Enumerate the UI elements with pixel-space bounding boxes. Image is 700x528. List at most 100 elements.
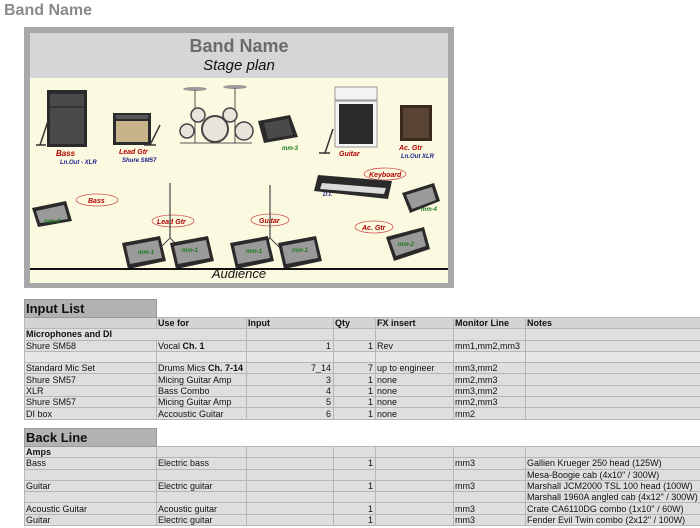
row-use-for: Vocal Ch. 1 xyxy=(156,339,247,352)
mm1-c-label: mm-1 xyxy=(246,249,263,255)
row-monitor: mm3 xyxy=(453,479,526,493)
row-fx: up to engineer xyxy=(375,362,454,375)
bass-amp-icon xyxy=(47,90,87,147)
row-qty: 1 xyxy=(333,373,376,386)
row-use-for: Micing Guitar Amp xyxy=(156,396,247,409)
row-use-for xyxy=(156,491,247,504)
back-line-title: Back Line xyxy=(24,428,157,447)
lead-sub-label: Shure SM57 xyxy=(122,158,157,164)
column-header-qty: Qty xyxy=(333,316,376,330)
input-list-table: Input List Use for Input Qty FX insert M… xyxy=(24,299,700,420)
acgtr-label: Ac. Gtr xyxy=(398,145,424,152)
row-monitor: mm2,mm3 xyxy=(453,396,526,409)
table-row xyxy=(24,350,700,364)
row-monitor: mm3,mm2 xyxy=(453,362,526,375)
row-notes xyxy=(525,373,700,386)
row-qty: 1 xyxy=(333,384,376,398)
row-name: Standard Mic Set xyxy=(24,362,157,375)
row-name: Guitar xyxy=(24,479,157,493)
row-monitor: mm3 xyxy=(453,457,526,470)
row-qty: 1 xyxy=(333,502,376,515)
row-qty: 1 xyxy=(333,479,376,493)
row-fx: none xyxy=(375,407,454,420)
mm4-label: mm-4 xyxy=(421,207,438,213)
row-name: Acoustic Guitar xyxy=(24,502,157,515)
row-qty: 1 xyxy=(333,396,376,409)
acgtr-position-label: Ac. Gtr xyxy=(361,225,387,232)
row-input: 6 xyxy=(246,407,334,420)
row-monitor xyxy=(453,491,526,504)
column-header-monitor-line: Monitor Line xyxy=(453,316,526,330)
stage-band-name: Band Name xyxy=(189,36,289,56)
row-notes xyxy=(525,339,700,352)
table-row: Shure SM57 Micing Guitar Amp 3 1 none mm… xyxy=(24,373,700,386)
monitor-mm1-c-icon xyxy=(230,236,274,269)
section-title: Microphones and DI xyxy=(24,328,247,341)
row-input: 1 xyxy=(246,339,334,352)
row-name xyxy=(24,468,157,481)
row-fx: Rev xyxy=(375,339,454,352)
back-line-title-row: Back Line xyxy=(24,428,700,447)
row-qty: 1 xyxy=(333,457,376,470)
table-row: XLR Bass Combo 4 1 none mm3,mm2 xyxy=(24,384,700,398)
row-input: 3 xyxy=(246,373,334,386)
row-use-for: Electric bass xyxy=(156,457,247,470)
monitor-mm1-d-icon xyxy=(278,236,322,269)
monitor-mm4-icon xyxy=(402,183,440,213)
lead-position-oval xyxy=(151,214,195,228)
back-line-table: Back Line Amps Bass Electric bass 1 mm3 … xyxy=(24,428,700,527)
row-input: 4 xyxy=(246,384,334,398)
stage-plan-frame: Band Name Stage plan Bass Ln.Out - XLR xyxy=(24,27,454,288)
row-notes xyxy=(525,396,700,409)
row-qty xyxy=(333,491,376,504)
table-row: Marshall 1960A angled cab (4x12" / 300W) xyxy=(24,491,700,504)
input-list-header-row: Use for Input Qty FX insert Monitor Line… xyxy=(24,316,700,330)
row-name: Shure SM57 xyxy=(24,373,157,386)
table-row: Guitar Electric guitar 1 mm3 Fender Evil… xyxy=(24,513,700,527)
row-notes xyxy=(525,362,700,375)
row-monitor: mm2,mm3 xyxy=(453,373,526,386)
row-qty: 1 xyxy=(333,513,376,527)
input-list-title: Input List xyxy=(24,299,157,318)
table-row: Bass Electric bass 1 mm3 Gallien Krueger… xyxy=(24,457,700,470)
monitor-mm3-icon xyxy=(258,115,298,143)
keyboard-icon xyxy=(314,175,392,199)
section-row: Microphones and DI xyxy=(24,328,700,341)
monitor-mm3-left-icon xyxy=(32,201,72,227)
row-notes: Mesa-Boogie cab (4x10" / 300W) xyxy=(525,468,700,481)
monitor-mm1-a-icon xyxy=(122,236,166,269)
bass-position-label: Bass xyxy=(88,198,105,205)
section-title: Amps xyxy=(24,445,157,459)
lead-label: Lead Gtr xyxy=(119,149,149,156)
mm3-left-label: mm-3 xyxy=(44,219,61,225)
row-qty: 1 xyxy=(333,339,376,352)
drum-kit-icon xyxy=(179,85,254,144)
mm1-b-label: mm-1 xyxy=(182,248,199,254)
table-row: DI box Accoustic Guitar 6 1 none mm2 xyxy=(24,407,700,420)
row-name: Shure SM58 xyxy=(24,339,157,352)
row-fx: none xyxy=(375,396,454,409)
column-header-input: Input xyxy=(246,316,334,330)
mm3-label: mm-3 xyxy=(282,146,299,152)
row-use-for: Electric guitar xyxy=(156,513,247,527)
table-row: Acoustic Guitar Acoustic guitar 1 mm3 Cr… xyxy=(24,502,700,515)
table-row: Mesa-Boogie cab (4x10" / 300W) xyxy=(24,468,700,481)
row-use-for xyxy=(156,468,247,481)
row-name: Shure SM57 xyxy=(24,396,157,409)
bass-position-oval xyxy=(75,193,119,207)
row-name: XLR xyxy=(24,384,157,398)
acgtr-sub-label: Ln.Out XLR xyxy=(401,154,435,160)
row-notes: Fender Evil Twin combo (2x12" / 100W) xyxy=(525,513,700,527)
mm1-d-label: mm-1 xyxy=(292,248,309,254)
row-fx: none xyxy=(375,373,454,386)
stage-diagram: Bass Ln.Out - XLR Lead Gtr Shure SM57 xyxy=(30,85,448,270)
mm1-a-label: mm-1 xyxy=(138,250,155,256)
keyboard-label: Keyboard xyxy=(369,172,402,179)
column-header-notes: Notes xyxy=(525,316,700,330)
table-row: Shure SM57 Micing Guitar Amp 5 1 none mm… xyxy=(24,396,700,409)
section-row: Amps xyxy=(24,445,700,459)
row-name: Bass xyxy=(24,457,157,470)
row-monitor: mm3,mm2 xyxy=(453,384,526,398)
bass-mic-stand-icon xyxy=(36,120,49,146)
lead-mic-stand-icon xyxy=(144,124,161,146)
